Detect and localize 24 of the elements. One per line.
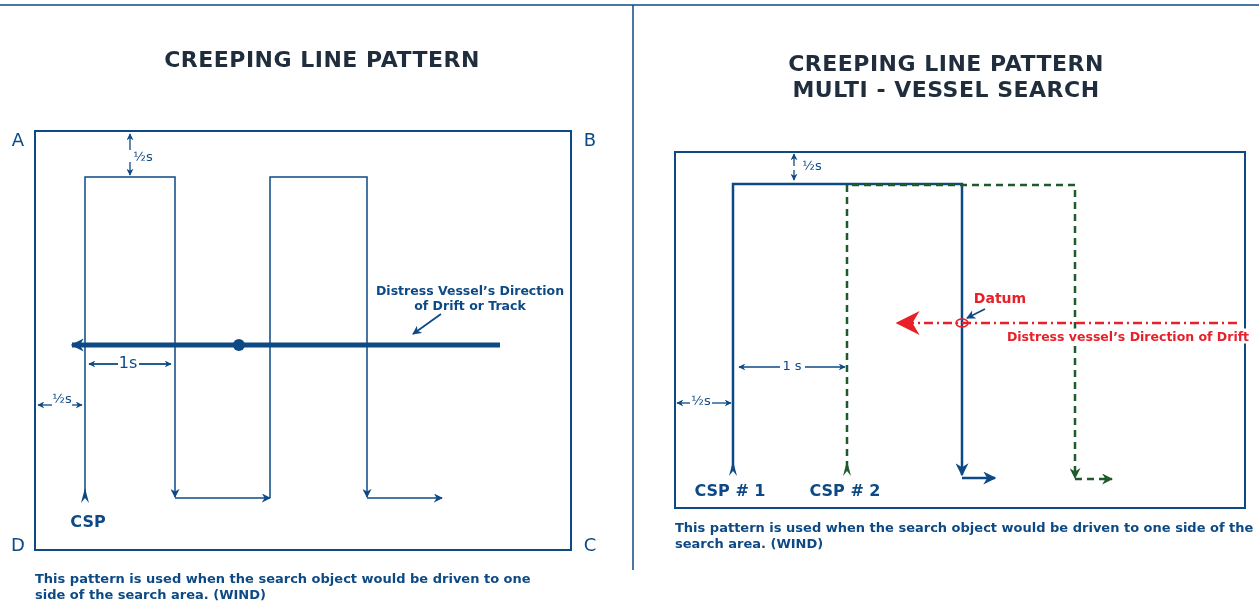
leader-line	[966, 308, 986, 319]
corner-label: D	[11, 534, 25, 556]
panel-heading: CREEPING LINE PATTERN MULTI - VESSEL SEARCH	[787, 50, 1105, 104]
leader-line	[412, 313, 442, 335]
panel-heading: CREEPING LINE PATTERN	[163, 46, 481, 74]
corner-label: C	[583, 534, 597, 556]
corner-label: A	[11, 129, 25, 151]
drift-note: Distress Vessel’s Direction of Drift or Track	[370, 283, 570, 313]
dimension-label: 1 s	[782, 358, 802, 374]
dimension-label: ½s	[133, 149, 153, 165]
caption: This pattern is used when the search object would be driven to one side of the search area. (WIND)	[675, 520, 1255, 553]
dimension-label: ½s	[52, 391, 72, 407]
dimension-label: ½s	[691, 393, 711, 409]
start-point-label: CSP # 2	[809, 481, 881, 501]
dimension-label: 1s	[118, 353, 138, 373]
start-point-label: CSP	[70, 512, 106, 532]
dimension-label: ½s	[802, 158, 822, 174]
datum-marker	[955, 318, 969, 328]
drift-line	[70, 338, 500, 352]
corner-label: B	[583, 129, 597, 151]
caption: This pattern is used when the search object would be driven to one side of the search area. (WIND)	[35, 571, 532, 604]
datum-label: Datum	[973, 289, 1027, 307]
start-point-label: CSP # 1	[694, 481, 766, 501]
drift-label: Distress vessel’s Direction of Drift	[1006, 328, 1250, 344]
